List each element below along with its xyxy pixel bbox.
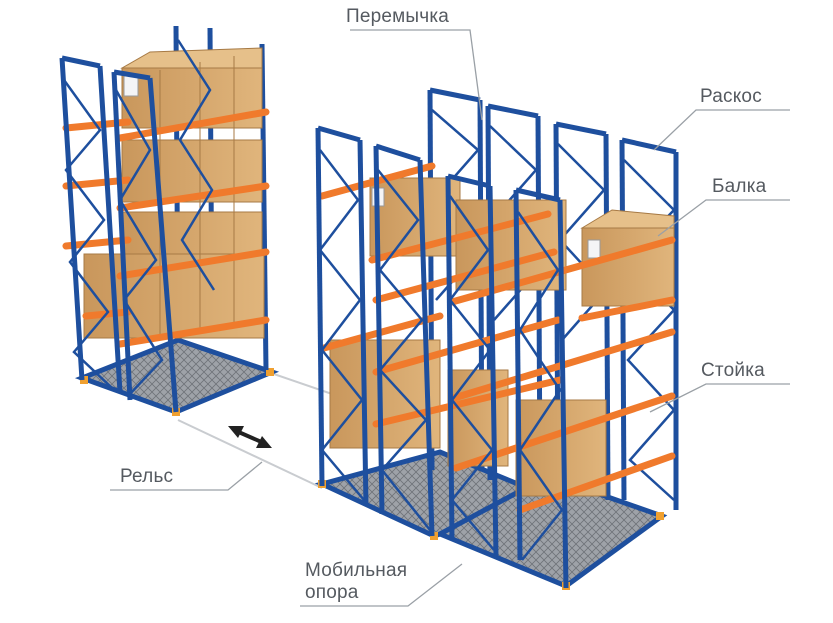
label-beam: Балка (712, 176, 766, 198)
jumper-leader (350, 30, 482, 120)
label-mobile-base-line2: опора (305, 582, 407, 604)
brace-leader (654, 110, 790, 150)
label-jumper: Перемычка (346, 6, 449, 28)
right-racks (318, 90, 676, 590)
label-rail: Рельс (120, 466, 173, 488)
label-upright: Стойка (701, 360, 765, 382)
left-rack (62, 26, 274, 416)
label-brace: Раскос (700, 86, 762, 108)
label-mobile-base-line1: Мобильная (305, 560, 407, 582)
double-arrow-icon (228, 426, 272, 448)
label-mobile-base: Мобильная опора (305, 560, 407, 604)
